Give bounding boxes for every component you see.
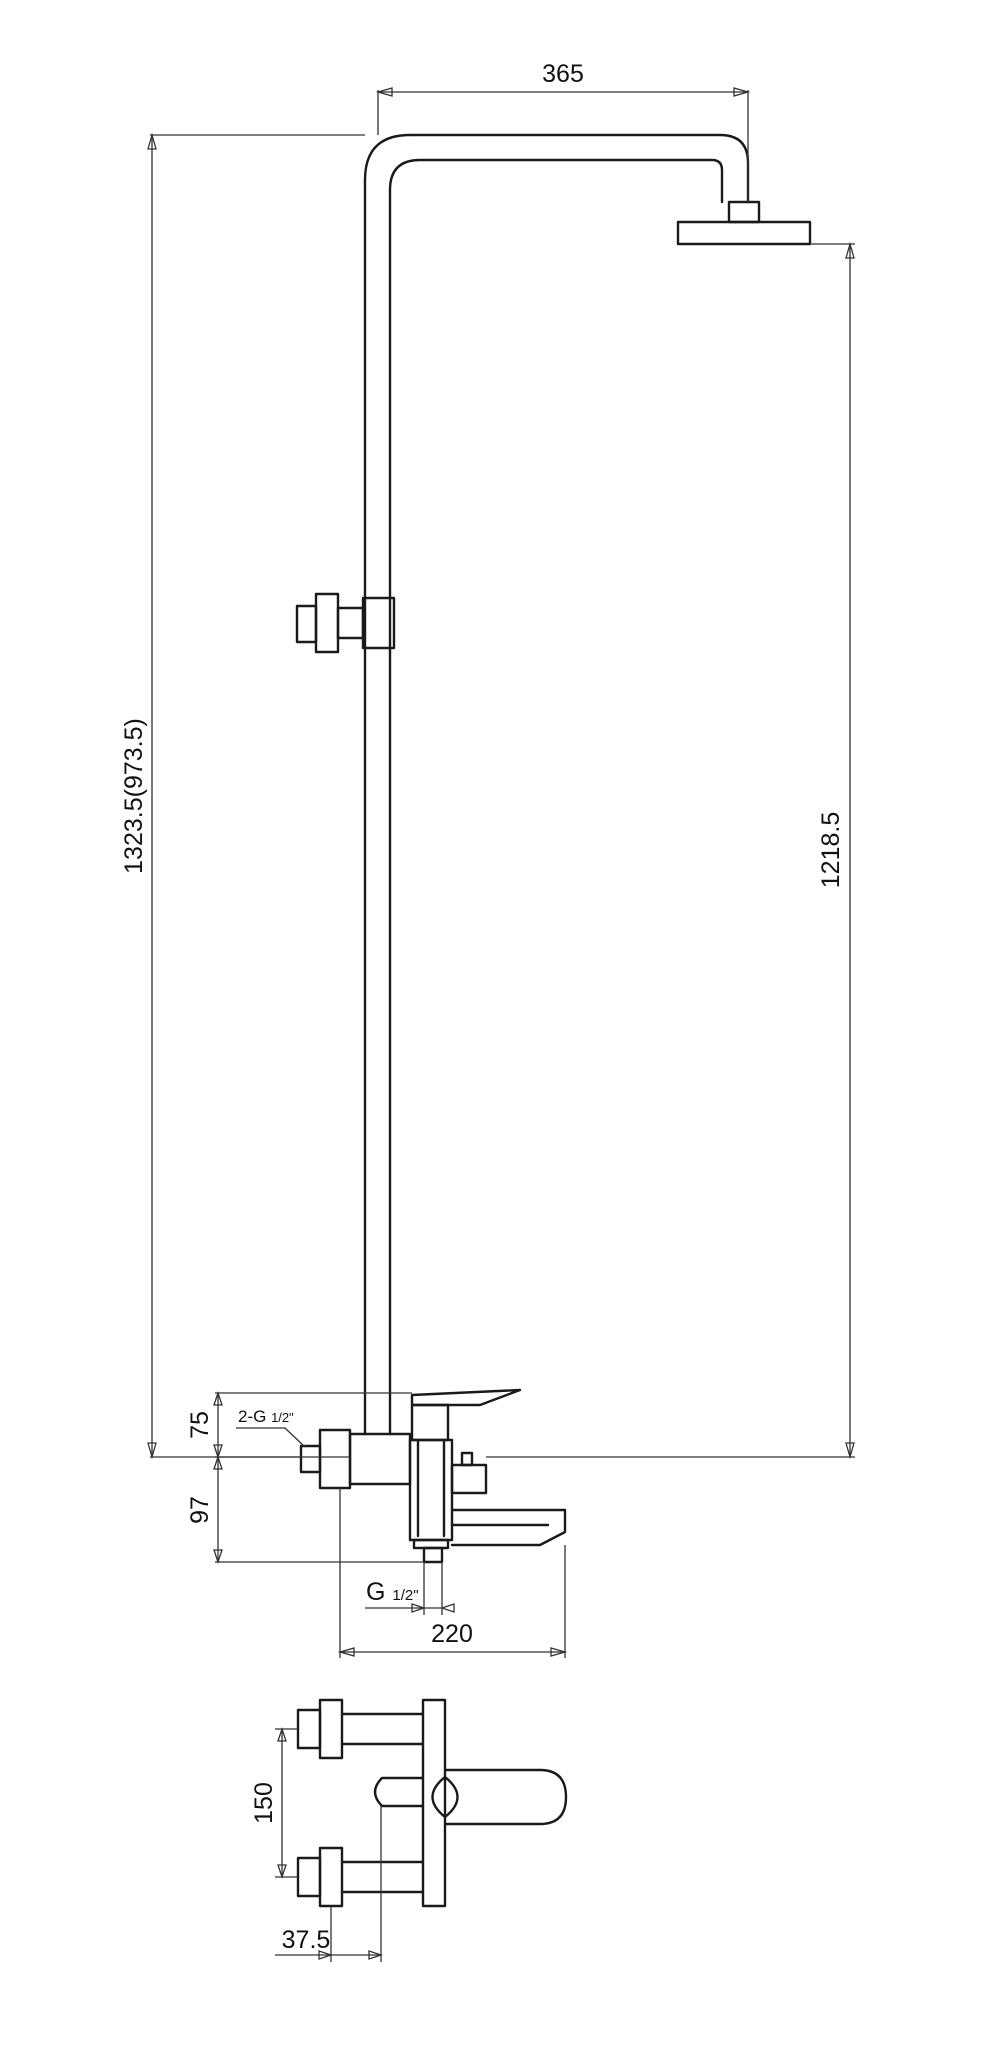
dim-inlet-spacing: 150 <box>250 1726 298 1880</box>
label-outlet-thread-fraction: 1/2" <box>392 1587 418 1604</box>
label-spout-width: 220 <box>431 1620 473 1648</box>
label-lower-offset: 97 <box>186 1496 214 1524</box>
riser-pipe-arm <box>363 133 750 1432</box>
upper-inlet <box>296 1698 425 1760</box>
dim-arm-reach: 365 <box>375 60 751 202</box>
lower-inlet <box>296 1846 425 1908</box>
label-inlet-spacing: 150 <box>250 1782 278 1824</box>
dim-total-height: 1323.5(973.5) <box>120 132 365 1460</box>
label-head-height: 1218.5 <box>817 812 845 888</box>
dim-upper-offset: 75 <box>186 1390 412 1460</box>
callout-outlet-thread: G 1/2" <box>365 1562 455 1615</box>
lever-top <box>373 1776 425 1808</box>
label-inlet-thread: 2-G <box>238 1407 266 1426</box>
svg-text:G 1/2": G 1/2" <box>366 1578 419 1606</box>
label-outlet-thread: G <box>366 1578 385 1606</box>
label-inlet-thread-fraction: 1/2" <box>271 1410 294 1425</box>
dim-spout-width: 220 <box>337 1488 568 1658</box>
label-eccentric-offset: 37.5 <box>282 1926 331 1954</box>
dim-eccentric-offset: 37.5 <box>275 1806 384 1962</box>
label-arm-reach: 365 <box>542 60 584 88</box>
shower-head <box>676 200 812 246</box>
label-upper-offset: 75 <box>186 1411 214 1439</box>
mixer-body <box>299 1388 567 1564</box>
wall-bracket <box>295 592 396 654</box>
dim-lower-offset: 97 <box>186 1454 424 1565</box>
dim-head-height: 1218.5 <box>486 241 855 1460</box>
callout-inlet-thread: 2-G 1/2" <box>236 1407 306 1448</box>
front-view: 365 1323.5(973.5) 1218.5 75 97 <box>120 60 855 1658</box>
mixer-body-top <box>421 1698 447 1908</box>
svg-text:2-G 1/2": 2-G 1/2" <box>238 1407 294 1426</box>
top-view: 150 37.5 <box>250 1698 568 1962</box>
label-total-height: 1323.5(973.5) <box>120 718 148 874</box>
